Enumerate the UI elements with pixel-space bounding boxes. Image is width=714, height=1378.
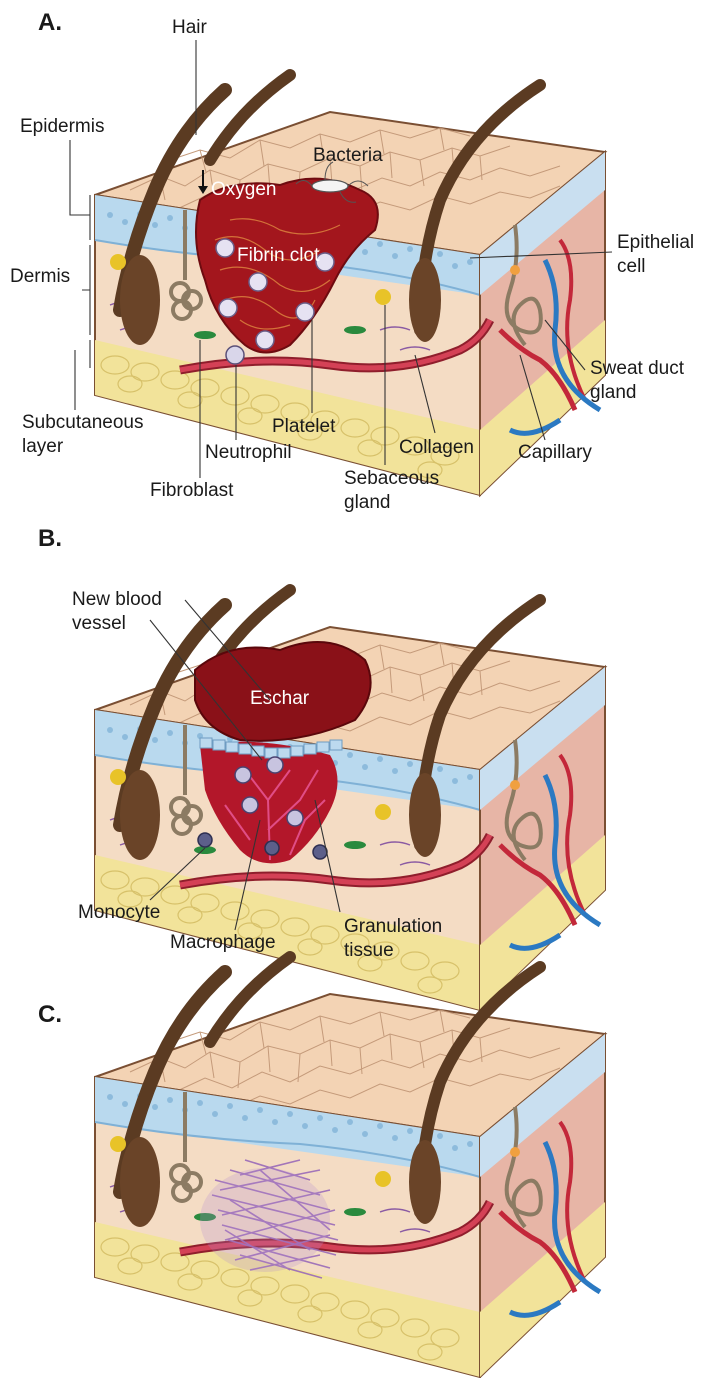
skin-block-a bbox=[95, 75, 605, 495]
sebaceous-label-1: Sebaceous bbox=[344, 468, 439, 489]
epithelial-label-1: Epithelial bbox=[617, 232, 694, 253]
epidermis-label: Epidermis bbox=[20, 116, 104, 137]
granulation-label-2: tissue bbox=[344, 940, 394, 961]
monocyte-label: Monocyte bbox=[78, 902, 160, 923]
panel-a-label: A. bbox=[38, 9, 62, 36]
skin-block-c bbox=[95, 957, 605, 1377]
panel-b-label: B. bbox=[38, 525, 62, 552]
hair-label: Hair bbox=[172, 17, 208, 38]
platelet-label: Platelet bbox=[272, 416, 336, 437]
panel-b: B. Eschar New blood vessel Monocyte bbox=[38, 525, 605, 1010]
epidermis-bracket bbox=[70, 140, 90, 240]
collagen-label: Collagen bbox=[399, 437, 474, 458]
dermis-label: Dermis bbox=[10, 266, 70, 287]
capillary-label: Capillary bbox=[518, 442, 592, 463]
scar-region bbox=[200, 1168, 330, 1272]
subcutaneous-label-1: Subcutaneous bbox=[22, 412, 144, 433]
bacteria-label: Bacteria bbox=[313, 145, 383, 166]
dermis-bracket bbox=[82, 245, 90, 335]
neutrophil-label: Neutrophil bbox=[205, 442, 292, 463]
panel-c-label: C. bbox=[38, 1001, 62, 1028]
subcutaneous-bracket bbox=[75, 340, 90, 410]
macrophage-label: Macrophage bbox=[170, 932, 276, 953]
sweat-gland-label-1: Sweat duct bbox=[590, 358, 685, 379]
epithelial-label-2: cell bbox=[617, 256, 646, 277]
new-vessel-label-2: vessel bbox=[72, 613, 126, 634]
sebaceous-label-2: gland bbox=[344, 492, 391, 513]
subcutaneous-label-2: layer bbox=[22, 436, 64, 457]
panel-c: C. bbox=[38, 957, 605, 1377]
granulation-label-1: Granulation bbox=[344, 916, 442, 937]
panel-a: A. Oxygen Fibrin clot Bacteria Hair bbox=[10, 9, 694, 513]
new-vessel-label-1: New blood bbox=[72, 589, 162, 610]
oxygen-label: Oxygen bbox=[211, 179, 276, 200]
sweat-gland-label-2: gland bbox=[590, 382, 637, 403]
eschar-label: Eschar bbox=[250, 688, 310, 709]
neutrophil-cell bbox=[226, 346, 244, 364]
fibrin-clot-label: Fibrin clot bbox=[237, 245, 320, 266]
fibroblast-label: Fibroblast bbox=[150, 480, 234, 501]
